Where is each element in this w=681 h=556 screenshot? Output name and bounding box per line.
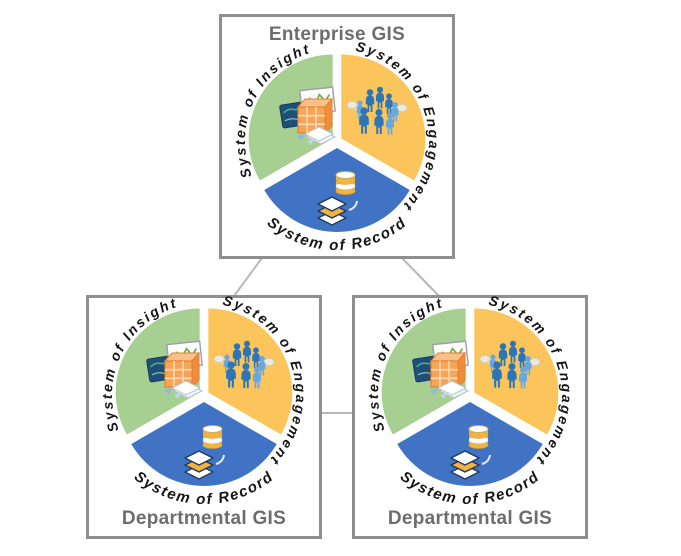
gis-pie-diagram xyxy=(83,285,325,511)
connector-enterprise-to-right xyxy=(401,257,440,297)
enterprise-gis-node: Enterprise GIS xyxy=(219,14,455,259)
departmental-gis-node-right: Departmental GIS xyxy=(352,295,588,539)
departmental-gis-node-left: Departmental GIS xyxy=(86,295,322,539)
gis-pie-diagram xyxy=(349,285,591,511)
connector-enterprise-to-left xyxy=(233,257,263,297)
departmental-gis-title: Departmental GIS xyxy=(121,508,287,529)
enterprise-gis-title: Enterprise GIS xyxy=(268,24,406,45)
gis-pie-diagram xyxy=(216,31,458,257)
departmental-gis-title: Departmental GIS xyxy=(387,508,553,529)
